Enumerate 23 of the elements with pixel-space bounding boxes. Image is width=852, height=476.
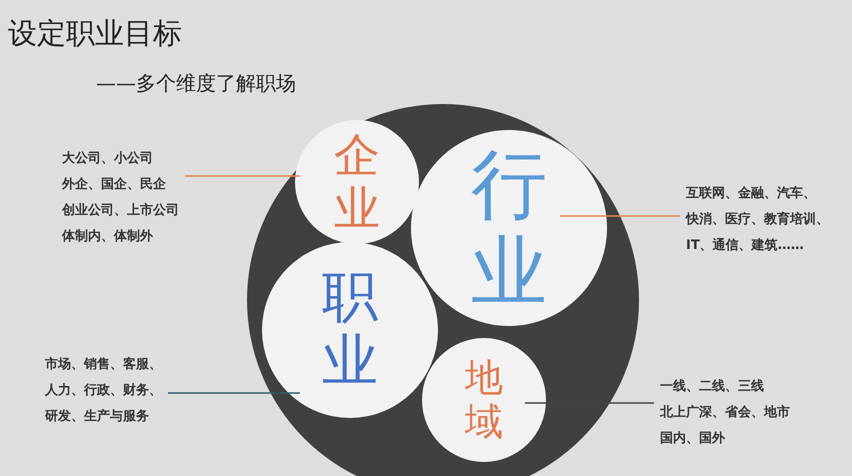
list-text: 研发、生产与服务 [45, 408, 150, 426]
list-text: 快消、医疗、教育培训、 [686, 210, 829, 229]
list-text: 国内、国外 [660, 430, 726, 448]
leader-line [560, 215, 680, 217]
list-text: 市场、销售、客服、 [45, 356, 162, 374]
circle-label: 地域 [465, 356, 503, 444]
circle-label: 行业 [471, 140, 547, 316]
list-text: 大公司、小公司 [62, 150, 154, 168]
list-text: 人力、行政、财务、 [45, 382, 162, 400]
list-text: IT、通信、建筑…… [686, 237, 805, 255]
circle-label: 职业 [322, 266, 378, 394]
subtitle: ——多个维度了解职场 [96, 70, 296, 97]
list-text: 一线、二线、三线 [660, 378, 765, 396]
list-text: 创业公司、上市公司 [62, 202, 179, 220]
list-text: 北上广深、省会、地市 [660, 404, 790, 422]
list-text: 外企、国企、民企 [62, 176, 167, 194]
list-text: 体制内、体制外 [62, 228, 154, 246]
list-text: 互联网、金融、汽车、 [686, 184, 817, 203]
leader-line [185, 175, 300, 177]
leader-line [524, 402, 654, 404]
circle-label: 企业 [334, 129, 380, 235]
title: 设定职业目标 [8, 15, 182, 52]
leader-line [168, 392, 300, 394]
